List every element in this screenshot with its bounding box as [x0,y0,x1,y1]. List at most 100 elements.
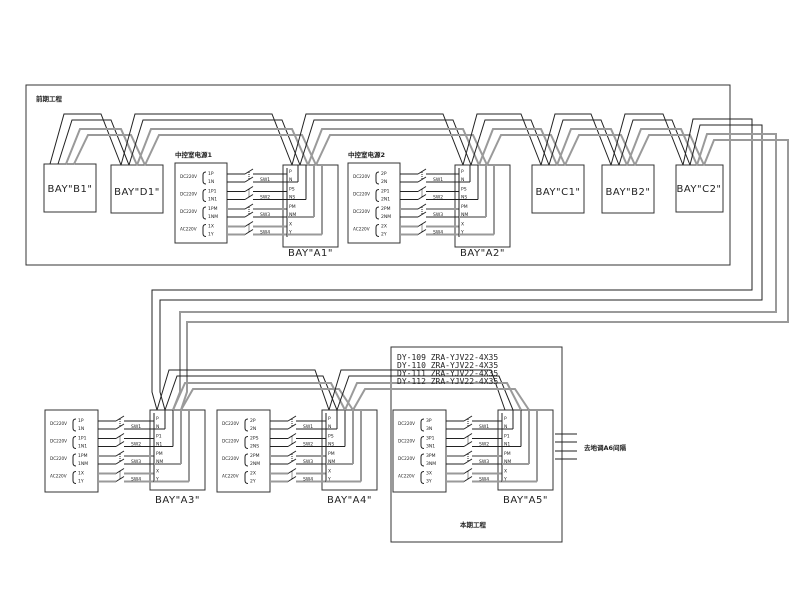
bay-c2[interactable]: BAY"C2" [675,164,724,213]
bay-box [497,409,554,491]
switch-blade[interactable] [115,458,125,465]
switch-blade[interactable] [244,211,254,218]
switch-blade[interactable] [287,468,297,474]
switch-blade[interactable] [244,176,254,183]
bay-terminal: PS [289,187,295,193]
supply-terminal: 2NM [381,214,391,220]
loop-bus-wire [151,118,753,411]
supply-terminal: 1Y [208,232,214,238]
switch-blade[interactable] [287,458,297,465]
supply-voltage: DC220V [398,456,415,461]
switch-blade[interactable] [244,221,254,227]
power-source-box [392,409,447,493]
switch-blade[interactable] [287,423,297,430]
switch-blade[interactable] [115,423,125,430]
bay-label: BAY"A3" [155,495,200,506]
bay-terminal: NM [156,459,163,465]
bay-terminal: N1 [156,442,162,448]
supply-voltage: AC220V [50,474,67,479]
switch-blade[interactable] [244,194,254,200]
cable-label: DY-111 ZRA-YJV22-4X35 [397,369,498,378]
switch-label: SW3 [260,212,270,218]
switch-blade[interactable] [417,194,427,200]
supply-terminal: 1N1 [208,197,217,203]
bus-wire [315,134,488,166]
bay-d1[interactable]: BAY"D1" [110,164,164,214]
switch-blade[interactable] [115,476,125,482]
bay-terminal: N1 [504,442,510,448]
switch-blade[interactable] [463,468,473,474]
bay-terminal: NS [461,195,467,201]
bracket-icon [202,224,207,237]
bay-terminal: NM [461,212,468,218]
bracket-icon [244,418,249,432]
switch-blade[interactable] [244,203,254,210]
switch-blade[interactable] [463,423,473,430]
switch-label: SW3 [479,459,489,465]
switch-blade[interactable] [417,176,427,183]
bay-b2[interactable]: BAY"B2" [601,164,655,214]
supply-voltage: DC220V [398,421,415,426]
bay-box [321,409,378,491]
supply-voltage: AC220V [398,474,415,479]
supply-terminal: 2PM [250,453,260,459]
switch-blade[interactable] [463,433,473,439]
switch-blade[interactable] [244,168,254,175]
supply-terminal: 2Y [250,479,256,485]
switch-blade[interactable] [463,441,473,447]
switch-blade[interactable] [463,415,473,422]
switch-blade[interactable] [287,415,297,422]
supply-voltage: DC220V [50,421,67,426]
switch-blade[interactable] [287,441,297,447]
supply-terminal: 2P [381,171,387,177]
bus-wire [634,134,705,166]
switch-blade[interactable] [463,458,473,465]
bay-terminal: PM [504,451,511,457]
supply-terminal: 3X [426,471,432,477]
switch-blade[interactable] [287,433,297,439]
switch-blade[interactable] [417,229,427,235]
switch-blade[interactable] [244,186,254,192]
bay-b1[interactable]: BAY"B1" [43,163,97,213]
switch-blade[interactable] [463,450,473,457]
switch-blade[interactable] [417,211,427,218]
switch-blade[interactable] [244,229,254,235]
switch-blade[interactable] [287,476,297,482]
bay-c1[interactable]: BAY"C1" [531,164,585,214]
switch-blade[interactable] [115,441,125,447]
bay-terminal: N [461,177,464,183]
bracket-icon [375,206,380,220]
loop-bus-wiring [151,118,789,411]
switch-label: SW3 [433,212,443,218]
switch-label: SW4 [479,477,489,483]
bay-terminal: NM [289,212,296,218]
switch-blade[interactable] [287,450,297,457]
bus-wire [470,119,550,166]
switch-blade[interactable] [115,450,125,457]
bracket-icon [375,224,380,237]
bay-terminal: PM [461,204,468,210]
supply-terminal: 2X [250,471,256,477]
supply-terminal: 3PM [426,453,436,459]
switch-blade[interactable] [417,203,427,210]
switch-blade[interactable] [417,186,427,192]
switch-blade[interactable] [417,221,427,227]
supply-terminal: 1PM [78,453,88,459]
supply-terminal: 3NM [426,461,436,467]
bus-wire [120,113,293,166]
switch-blade[interactable] [463,476,473,482]
switch-blade[interactable] [417,168,427,175]
switch-label: SW1 [260,177,270,183]
switch-blade[interactable] [115,468,125,474]
bay-box [149,409,206,491]
switch-blade[interactable] [115,433,125,439]
switch-label: SW2 [433,195,443,201]
current-phase-frame [390,346,563,543]
switch-blade[interactable] [115,415,125,422]
bay-terminal: P [289,169,292,175]
